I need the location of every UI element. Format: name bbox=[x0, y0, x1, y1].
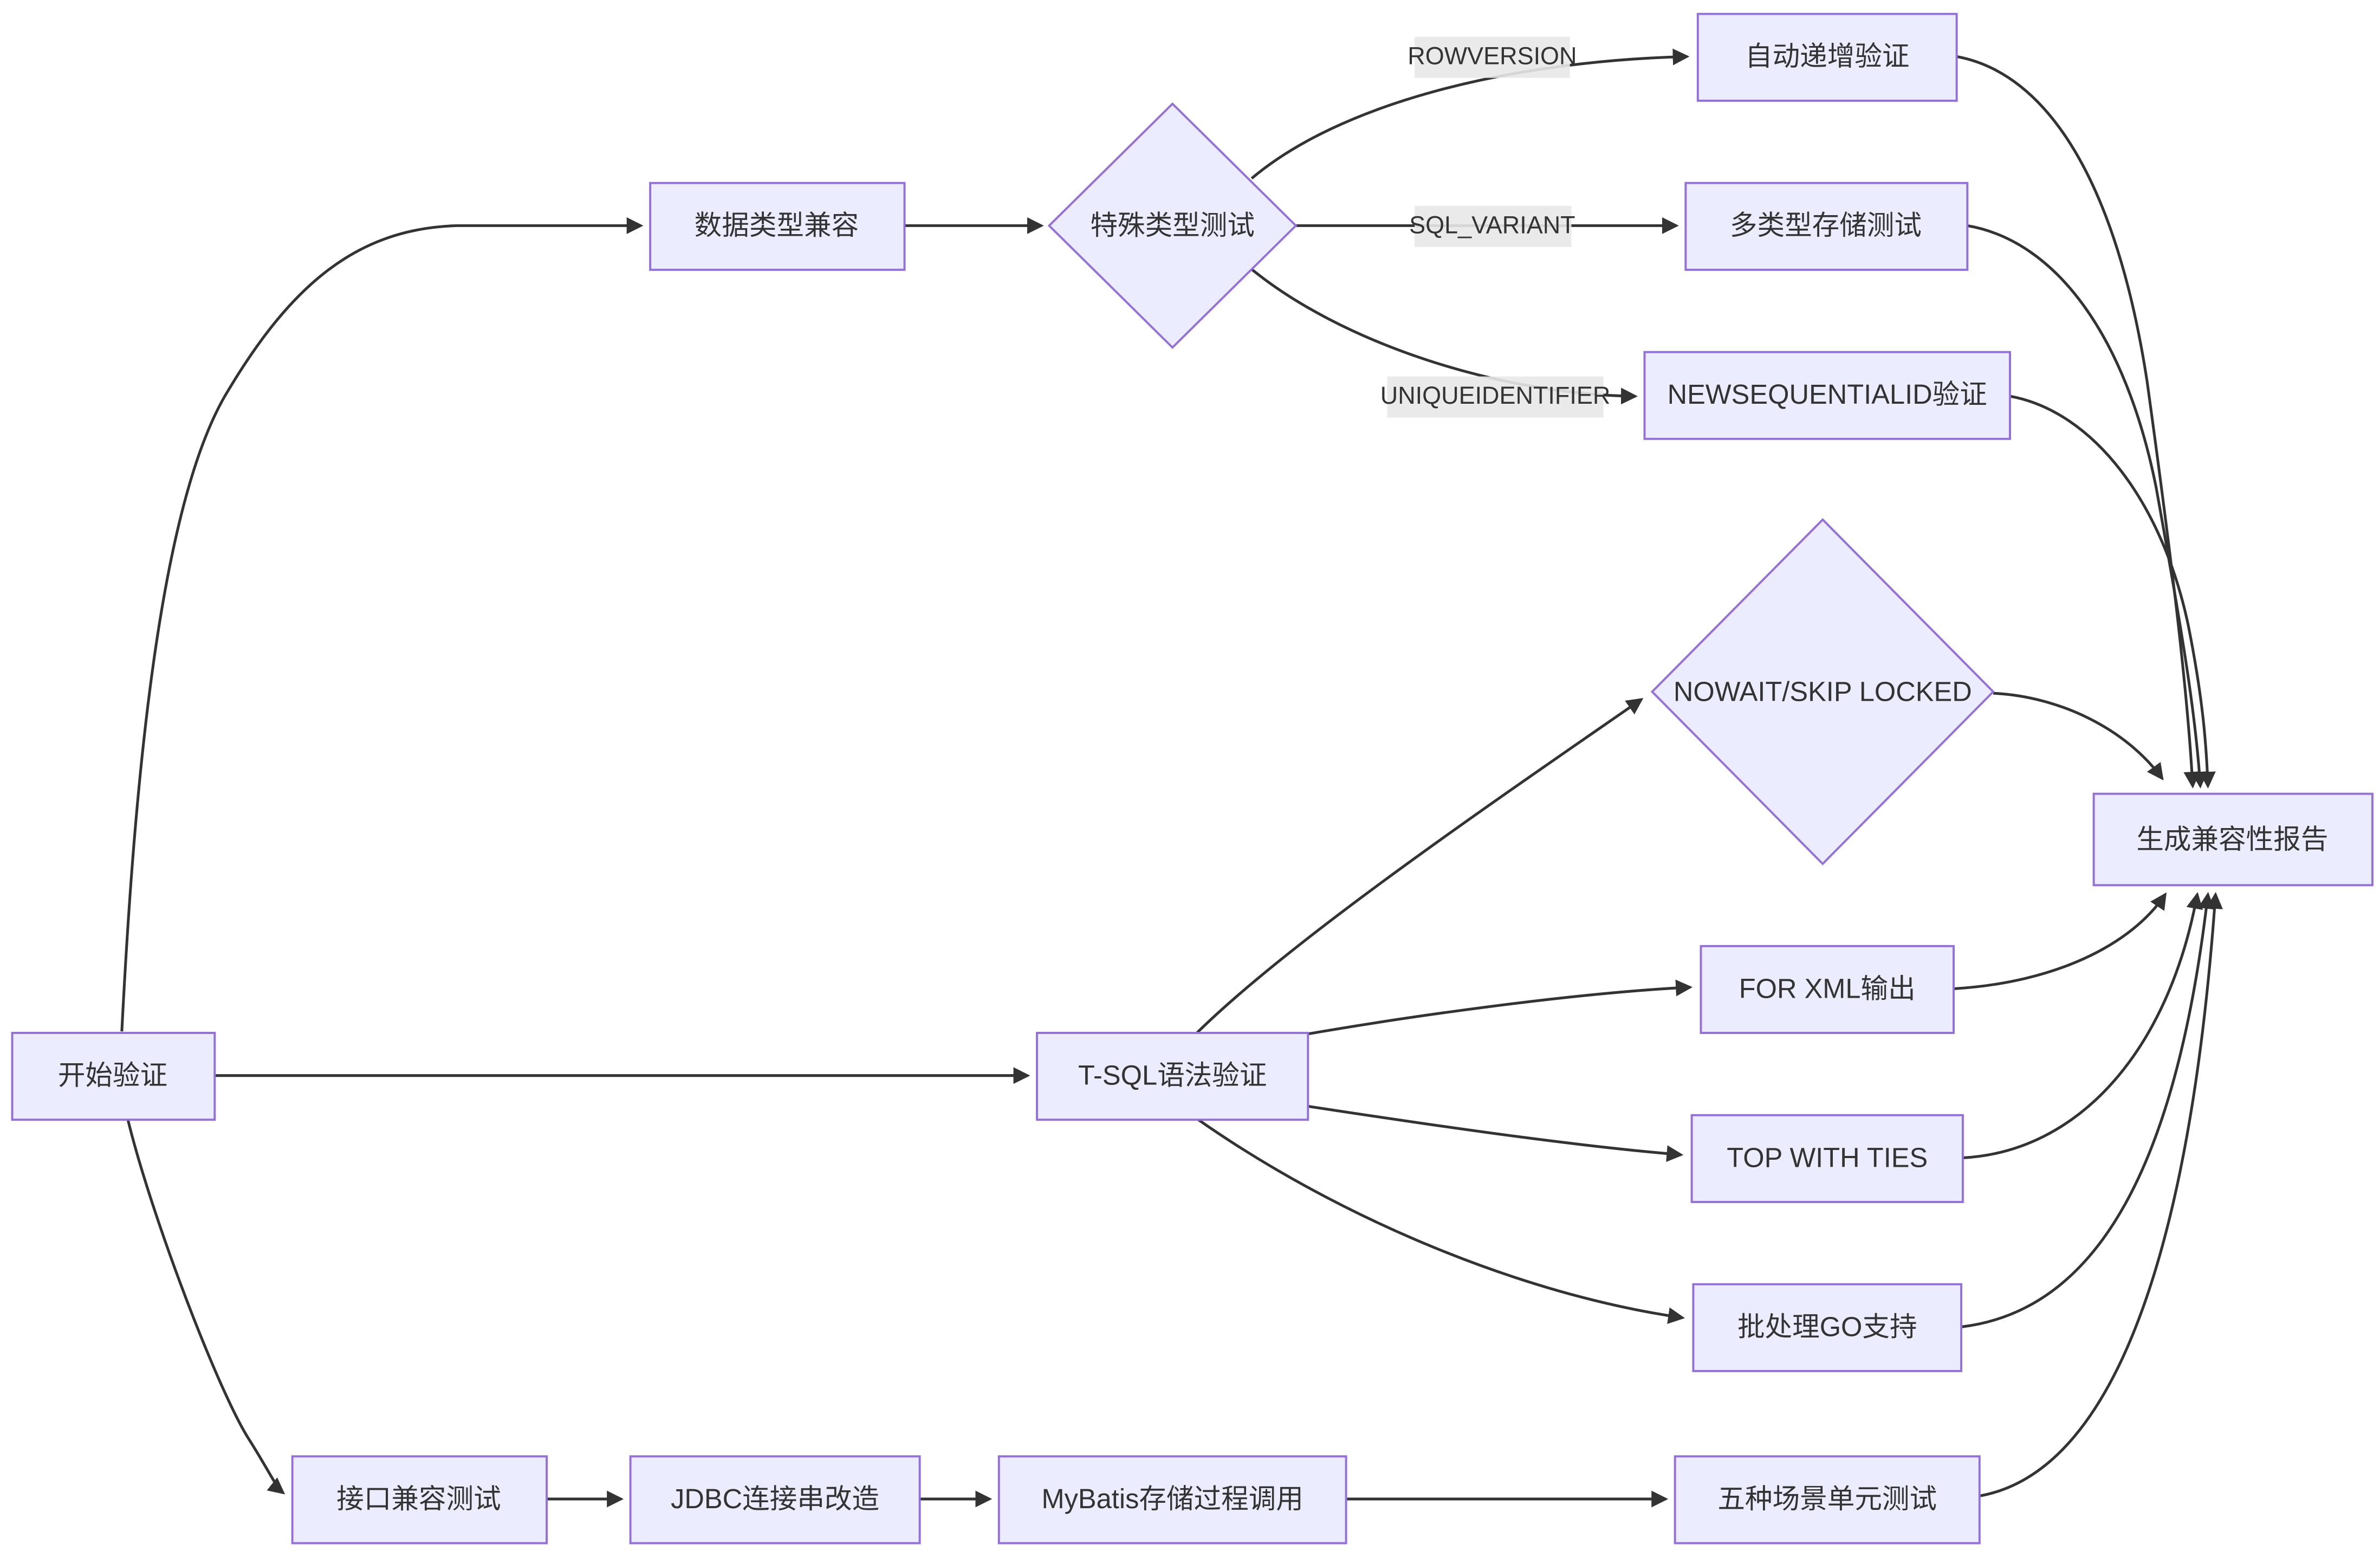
node-scenarios-shape bbox=[1674, 1455, 1981, 1544]
edge-labels-layer: ROWVERSION SQL_VARIANT UNIQUEIDENTIFIER bbox=[1380, 36, 1611, 418]
node-mybatis: MyBatis存储过程调用 bbox=[997, 1455, 1347, 1544]
edge-forxml-report bbox=[1953, 892, 2167, 991]
node-batchgo-shape bbox=[1692, 1283, 1963, 1372]
node-forxml-shape bbox=[1700, 945, 1955, 1034]
edge-batchgo-report bbox=[1961, 891, 2215, 1328]
edge-label-rowversion: ROWVERSION bbox=[1408, 36, 1577, 78]
edge-label-uniqueidentifier-bg bbox=[1387, 376, 1604, 418]
node-nowait-diamond: NOWAIT/SKIP LOCKED bbox=[1650, 518, 1995, 865]
edge-autoincr-report bbox=[1956, 55, 2201, 789]
node-forxml: FOR XML输出 bbox=[1700, 945, 1955, 1034]
node-start-shape bbox=[11, 1032, 216, 1121]
node-start-label: 开始验证 bbox=[58, 1060, 167, 1091]
node-datatype-label: 数据类型兼容 bbox=[695, 210, 859, 241]
edge-newseq-report bbox=[2009, 395, 2216, 789]
nodes-layer: 开始验证 数据类型兼容 特殊类型测试 自动递增验证 多类型存储测试 NEWSEQ… bbox=[11, 12, 2373, 1544]
node-multitype-shape bbox=[1684, 182, 1969, 271]
node-scenarios: 五种场景单元测试 bbox=[1674, 1455, 1981, 1544]
node-jdbc-shape bbox=[629, 1455, 921, 1544]
node-autoincr-label: 自动递增验证 bbox=[1745, 41, 1909, 72]
edge-label-sql-variant-bg bbox=[1415, 205, 1572, 247]
node-special-label: 特殊类型测试 bbox=[1090, 210, 1254, 241]
edge-tsql-batchgo bbox=[1197, 1119, 1685, 1324]
node-start: 开始验证 bbox=[11, 1032, 216, 1121]
node-interface-label: 接口兼容测试 bbox=[336, 1483, 501, 1514]
edge-label-sql-variant: SQL_VARIANT bbox=[1409, 205, 1575, 247]
node-scenarios-label: 五种场景单元测试 bbox=[1717, 1483, 1937, 1514]
node-datatype: 数据类型兼容 bbox=[649, 182, 906, 271]
edge-label-rowversion-text: ROWVERSION bbox=[1408, 42, 1577, 69]
node-report: 生成兼容性报告 bbox=[2092, 792, 2373, 887]
node-report-label: 生成兼容性报告 bbox=[2136, 824, 2328, 855]
edge-tsql-nowait bbox=[1196, 698, 1644, 1034]
edge-tsql-forxml bbox=[1305, 979, 1693, 1036]
edge-start-datatype bbox=[120, 217, 644, 1032]
edge-multitype-report bbox=[1967, 224, 2208, 789]
edge-topties-report bbox=[1962, 891, 2203, 1159]
node-interface-shape bbox=[291, 1455, 548, 1544]
node-topties-label: TOP WITH TIES bbox=[1727, 1142, 1928, 1173]
node-autoincr-shape bbox=[1696, 12, 1958, 102]
node-special-shape bbox=[1047, 102, 1298, 349]
edge-start-interface bbox=[126, 1119, 286, 1495]
node-topties: TOP WITH TIES bbox=[1690, 1114, 1964, 1203]
node-forxml-label: FOR XML输出 bbox=[1739, 973, 1916, 1004]
node-report-shape bbox=[2092, 792, 2373, 887]
edge-label-sql-variant-text: SQL_VARIANT bbox=[1409, 211, 1575, 238]
node-newseq-shape bbox=[1643, 351, 2011, 440]
edge-label-uniqueidentifier-text: UNIQUEIDENTIFIER bbox=[1380, 382, 1611, 409]
node-special-diamond: 特殊类型测试 bbox=[1047, 102, 1298, 349]
node-interface: 接口兼容测试 bbox=[291, 1455, 548, 1544]
edge-tsql-topties bbox=[1306, 1104, 1684, 1162]
node-tsql: T-SQL语法验证 bbox=[1036, 1032, 1309, 1121]
node-jdbc-label: JDBC连接串改造 bbox=[671, 1483, 879, 1514]
node-datatype-shape bbox=[649, 182, 906, 271]
node-newseq: NEWSEQUENTIALID验证 bbox=[1643, 351, 2011, 440]
node-newseq-label: NEWSEQUENTIALID验证 bbox=[1668, 379, 1987, 410]
node-nowait-shape bbox=[1650, 518, 1995, 865]
node-batchgo: 批处理GO支持 bbox=[1692, 1283, 1963, 1372]
edge-nowait-report bbox=[1993, 692, 2164, 781]
node-autoincr: 自动递增验证 bbox=[1696, 12, 1958, 102]
node-multitype-label: 多类型存储测试 bbox=[1730, 210, 1922, 241]
node-tsql-shape bbox=[1036, 1032, 1309, 1121]
edge-special-autoincr bbox=[1250, 48, 1690, 180]
node-nowait-label: NOWAIT/SKIP LOCKED bbox=[1674, 676, 1972, 707]
edge-label-uniqueidentifier: UNIQUEIDENTIFIER bbox=[1380, 376, 1611, 418]
node-mybatis-label: MyBatis存储过程调用 bbox=[1042, 1483, 1304, 1514]
node-batchgo-label: 批处理GO支持 bbox=[1737, 1311, 1917, 1342]
node-multitype: 多类型存储测试 bbox=[1684, 182, 1969, 271]
edge-label-rowversion-bg bbox=[1415, 36, 1570, 78]
edges-layer bbox=[120, 48, 2223, 1508]
node-topties-shape bbox=[1690, 1114, 1964, 1203]
node-mybatis-shape bbox=[997, 1455, 1347, 1544]
edge-scenarios-report bbox=[1979, 891, 2223, 1497]
node-tsql-label: T-SQL语法验证 bbox=[1078, 1060, 1267, 1091]
node-jdbc: JDBC连接串改造 bbox=[629, 1455, 921, 1544]
